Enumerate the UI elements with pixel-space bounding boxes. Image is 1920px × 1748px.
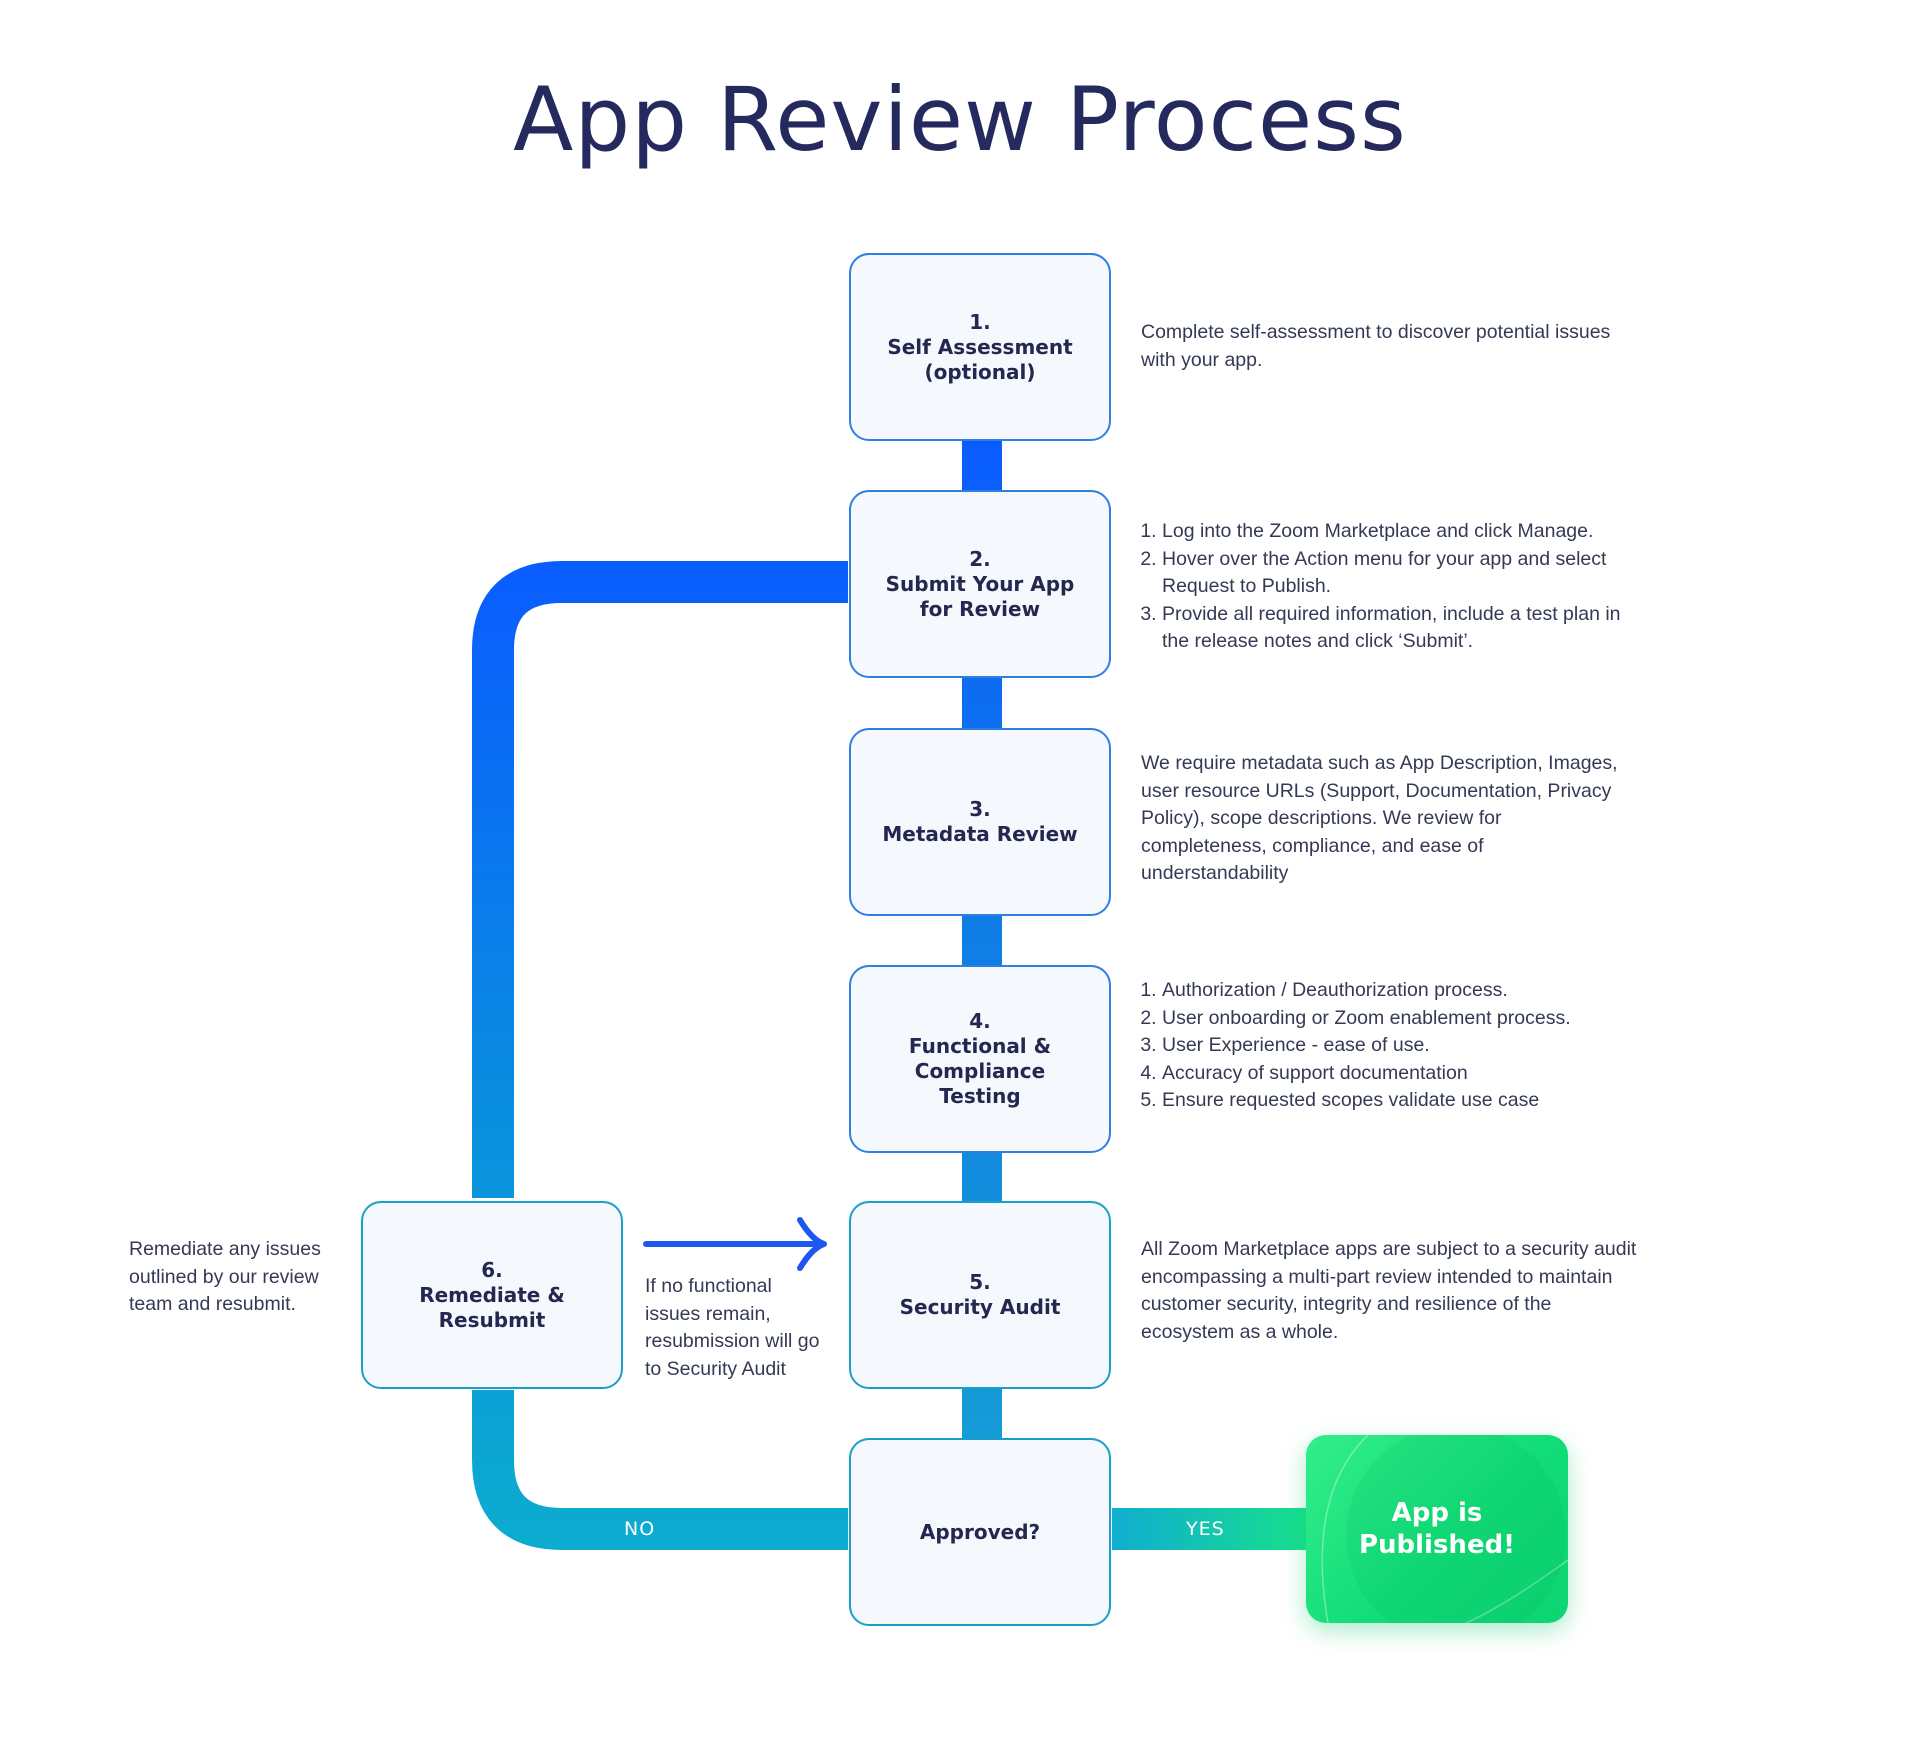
step-security-audit: 5. Security Audit <box>849 1201 1111 1389</box>
resubmission-arrow <box>643 1217 827 1271</box>
desc-security: All Zoom Marketplace apps are subject to… <box>1141 1238 1637 1343</box>
desc-functional-checks: Authorization / Deauthorization process.… <box>1141 977 1641 1115</box>
list-item: Accuracy of support documentation <box>1162 1060 1641 1088</box>
step-number: 6. <box>481 1257 503 1282</box>
decision-label: Approved? <box>919 1519 1041 1544</box>
step-label: Submit Your App for Review <box>885 571 1075 621</box>
step-label: Functional & Compliance Testing <box>908 1034 1052 1108</box>
list-item: Ensure requested scopes validate use cas… <box>1162 1087 1641 1115</box>
connector-5-decision <box>962 1389 1002 1439</box>
outcome-published: App is Published! <box>1306 1435 1568 1623</box>
connector-4-5 <box>962 1152 1002 1202</box>
list-item: Hover over the Action menu for your app … <box>1162 546 1641 601</box>
outcome-label: App is Published! <box>1358 1498 1516 1560</box>
connector-1-2 <box>962 440 1002 490</box>
submit-steps-list: Log into the Zoom Marketplace and click … <box>1141 518 1641 656</box>
page-title: App Review Process <box>513 68 1407 171</box>
desc-self-assessment: Complete self-assessment to discover pot… <box>1141 321 1611 371</box>
no-label: NO <box>624 1518 656 1540</box>
list-item: User Experience - ease of use. <box>1162 1032 1641 1060</box>
list-item: Authorization / Deauthorization process. <box>1162 977 1641 1005</box>
step-label: Metadata Review <box>882 822 1078 846</box>
step-number: 5. <box>969 1270 991 1294</box>
step-label: Security Audit <box>899 1295 1061 1319</box>
step-number: 4. <box>969 1009 991 1033</box>
outcome-decoration <box>1321 1435 1568 1623</box>
step-submit-app: 2. Submit Your App for Review <box>849 490 1111 678</box>
decision-approved: Approved? <box>849 1438 1111 1626</box>
yes-label: YES <box>1186 1518 1225 1540</box>
step-number: 2. <box>969 546 991 571</box>
list-item: Log into the Zoom Marketplace and click … <box>1162 518 1641 546</box>
yes-connector <box>1112 1508 1310 1550</box>
loop-connector <box>472 561 848 1550</box>
step-number: 1. <box>969 309 991 334</box>
connector-2-3 <box>962 678 1002 728</box>
connector-3-4 <box>962 916 1002 966</box>
functional-checks-list: Authorization / Deauthorization process.… <box>1141 977 1641 1115</box>
desc-metadata: We require metadata such as App Descript… <box>1141 752 1618 884</box>
step-number: 3. <box>969 797 991 821</box>
step-label: Self Assessment (optional) <box>887 334 1073 384</box>
list-item: User onboarding or Zoom enablement proce… <box>1162 1005 1641 1033</box>
desc-remediate: Remediate any issues outlined by our rev… <box>129 1238 321 1315</box>
desc-resubmission-note: If no functional issues remain, resubmis… <box>645 1275 820 1380</box>
desc-submit-steps: Log into the Zoom Marketplace and click … <box>1141 518 1641 656</box>
step-remediate: 6. Remediate & Resubmit <box>361 1201 623 1389</box>
step-metadata-review: 3. Metadata Review <box>849 728 1111 916</box>
list-item: Provide all required information, includ… <box>1162 601 1641 656</box>
step-functional-testing: 4. Functional & Compliance Testing <box>849 965 1111 1153</box>
step-self-assessment: 1. Self Assessment (optional) <box>849 253 1111 441</box>
step-label: Remediate & Resubmit <box>419 1282 565 1332</box>
